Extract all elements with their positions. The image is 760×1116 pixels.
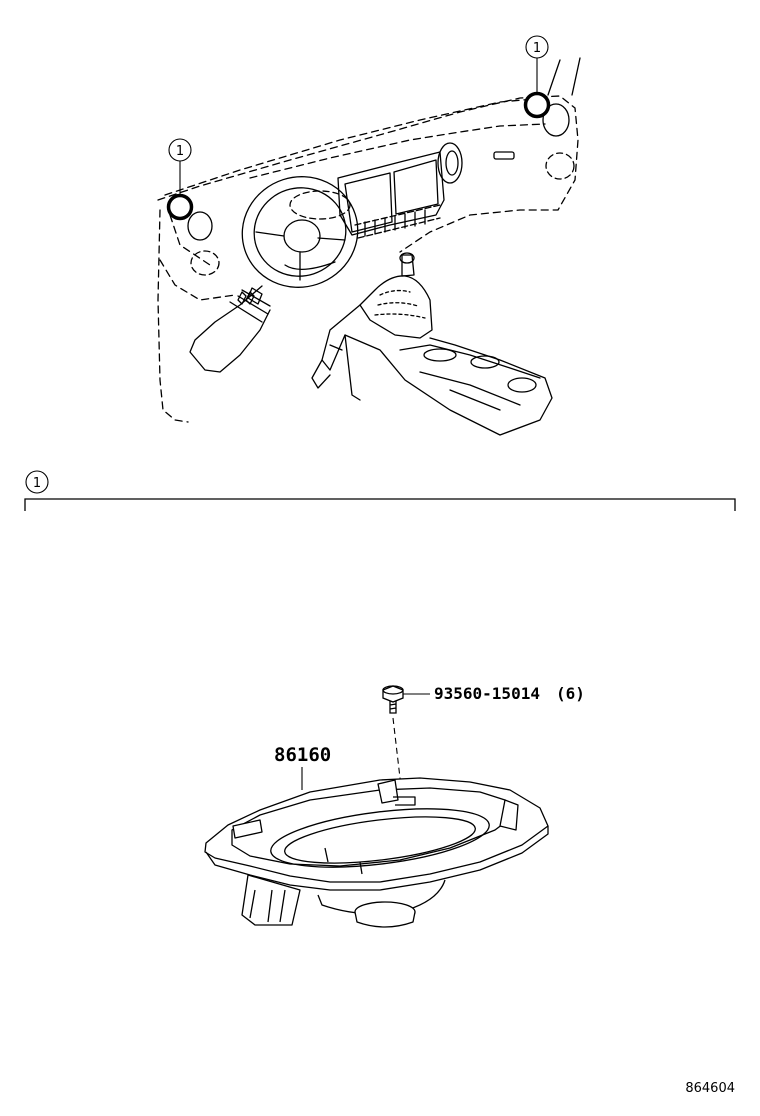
speaker-assembly[interactable] (204, 777, 549, 928)
speaker-frame-outer (204, 777, 549, 883)
callout-marker-right[interactable]: 1 (523, 35, 551, 119)
right-vent (542, 103, 570, 137)
cupholder-2 (470, 355, 500, 369)
shift-lever (401, 254, 415, 277)
speaker-location-right (523, 91, 551, 119)
left-lower-dash (159, 214, 236, 301)
dash-badge (493, 151, 515, 160)
bolt-shank (389, 701, 397, 714)
speaker-location-left (166, 193, 194, 221)
cupholder-1 (423, 348, 457, 362)
speaker-tab-right (499, 799, 519, 831)
dashboard-illustration (157, 57, 581, 436)
center-console (321, 304, 553, 436)
callout-number: 1 (176, 144, 184, 159)
instrument-cluster (289, 190, 351, 220)
switch-row (354, 204, 441, 239)
steering-wheel (241, 176, 359, 288)
speaker-part-number[interactable]: 86160 (274, 744, 331, 766)
section-number: 1 (33, 476, 41, 491)
cupholder-3 (507, 377, 537, 393)
speaker-tab-left (232, 819, 263, 839)
steering-column (189, 285, 271, 373)
left-vent (187, 211, 213, 241)
section-header: 1 (24, 470, 736, 511)
bolt-part-number[interactable]: 93560-15014 (434, 684, 540, 703)
bolt-quantity: (6) (556, 684, 585, 703)
section-bracket (24, 498, 736, 511)
dashboard-inner-edge (249, 123, 546, 179)
shift-boot (359, 275, 433, 339)
windshield-pillar (547, 57, 581, 96)
speaker-tab-top (377, 779, 399, 804)
dashboard-outline (157, 95, 579, 253)
speaker-cone (270, 808, 490, 868)
center-stack (337, 151, 445, 236)
left-door-edge (157, 209, 189, 423)
dashboard-top-edge (164, 97, 546, 196)
callout-marker-left[interactable]: 1 (166, 138, 194, 221)
callout-number: 1 (533, 41, 541, 56)
figure-id: 864604 (685, 1081, 735, 1096)
